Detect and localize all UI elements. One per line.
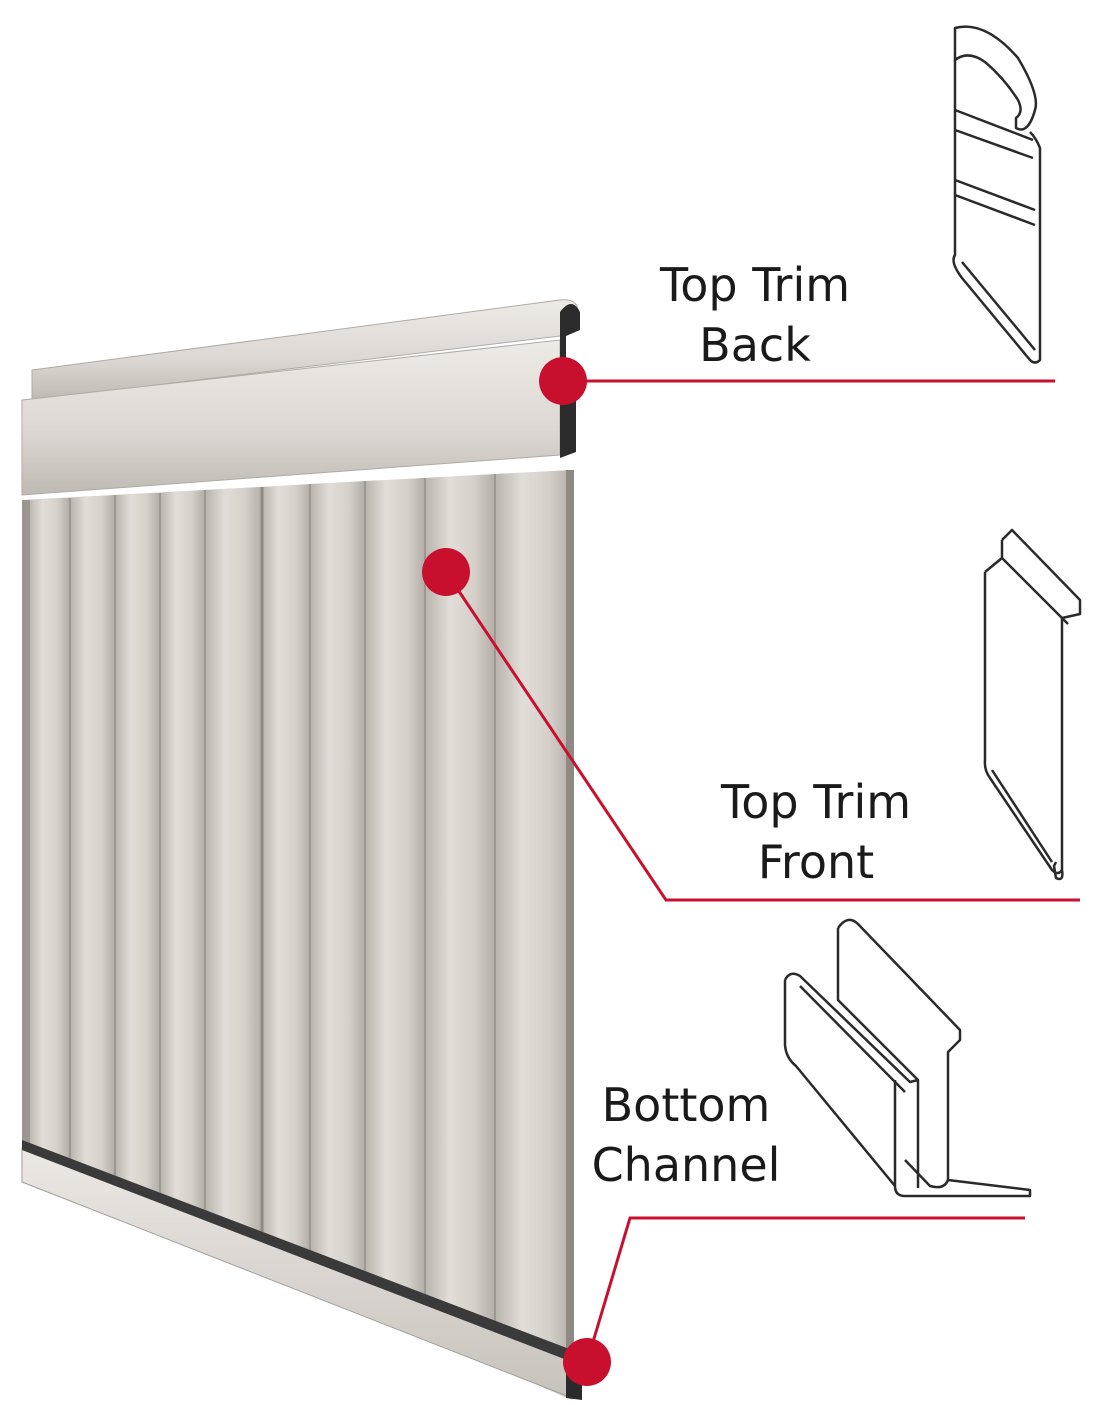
label-top-trim-front-line1: Top Trim (720, 775, 912, 829)
label-top-trim-back-line2: Back (699, 318, 811, 372)
label-bottom-channel: Bottom Channel (536, 1075, 836, 1195)
top-trim-back-profile-drawing (952, 25, 1042, 364)
board-seams (69, 474, 496, 1330)
label-top-trim-front-line2: Front (757, 835, 875, 889)
callout-lines (444, 379, 1080, 1363)
callout-dot-top-trim-front (422, 548, 470, 596)
callout-line-bottom-channel (585, 1216, 1025, 1363)
fence-panel (21, 299, 582, 1400)
label-bottom-channel-line1: Bottom (601, 1078, 771, 1132)
label-bottom-channel-line2: Channel (591, 1138, 781, 1192)
panel-boards (28, 470, 572, 1370)
callout-dots (422, 357, 611, 1386)
callout-dot-top-trim-back (539, 357, 587, 405)
callout-line-top-trim-front (444, 571, 1080, 902)
label-top-trim-back-line1: Top Trim (659, 258, 851, 312)
bottom-channel-profile-drawing (783, 918, 1032, 1198)
top-trim-front-profile-drawing (983, 528, 1082, 881)
label-top-trim-back: Top Trim Back (605, 255, 905, 375)
label-top-trim-front: Top Trim Front (666, 772, 966, 892)
callout-dot-bottom-channel (563, 1338, 611, 1386)
top-trim-profile-end (560, 304, 580, 458)
